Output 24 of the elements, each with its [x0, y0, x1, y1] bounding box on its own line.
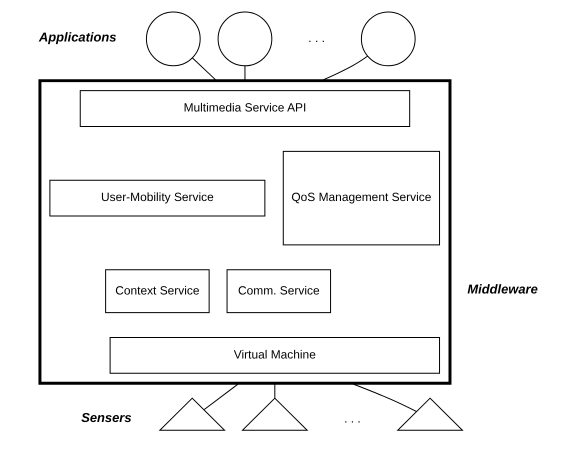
connector [244, 65, 245, 82]
node-box: Comm. Service [226, 269, 331, 314]
node-circle [217, 12, 272, 66]
label: . . . [308, 30, 324, 45]
node-box: Context Service [104, 269, 210, 314]
connector [203, 382, 240, 410]
node-box: QoS Management Service [282, 150, 440, 246]
node-triangle [158, 397, 226, 431]
label: . . . [344, 412, 360, 426]
label: Applications [38, 29, 116, 44]
node-triangle [240, 397, 308, 431]
connector [350, 382, 416, 412]
node-circle [145, 12, 200, 66]
node-box: Multimedia Service API [79, 90, 410, 127]
node-box: User-Mobility Service [48, 180, 265, 217]
connector [320, 56, 368, 82]
label: Sensers [80, 410, 132, 425]
node-circle [360, 12, 416, 66]
connector [192, 58, 217, 82]
node-box: Virtual Machine [109, 336, 440, 374]
node-triangle [396, 397, 464, 431]
cluster [38, 79, 451, 385]
label: Middleware [466, 282, 538, 297]
connector [274, 382, 275, 399]
